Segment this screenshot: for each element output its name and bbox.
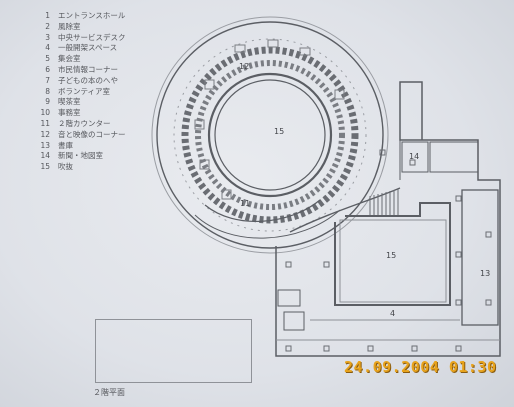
service-room-box [429,141,479,173]
room-label-15-square: 15 [386,251,397,260]
room-label-14: 14 [409,152,420,161]
column-marks [285,149,492,352]
rect-wing-outline [275,81,501,357]
stair-box [277,289,301,307]
room-label-13: 13 [480,269,491,278]
square-void-inner [339,219,447,303]
curved-terrace-edge [194,209,341,239]
central-void-wall [207,72,333,198]
room-14-box [401,141,429,173]
elevator-box [283,311,305,331]
seating-cells [194,39,345,200]
room-label-15-circle: 15 [274,127,285,136]
outer-ring-wall [156,21,384,249]
plan-caption: ２階平面 [93,388,125,397]
room-label-12: 12 [239,62,250,71]
room-label-11: 11 [240,199,251,208]
square-void-wall [334,202,451,306]
seating-arc-outer [181,46,359,224]
storage-13-box [461,189,499,326]
bridge-wall [289,187,401,233]
stairs-hatch [369,189,399,216]
room-label-4: 4 [390,309,396,318]
outer-ring-thin [151,16,389,254]
curved-terrace [204,199,321,222]
outer-ring-columns [173,38,367,232]
central-void-inner [214,79,326,191]
camera-timestamp: 24.09.2004 01:30 [344,358,497,376]
blank-frame [95,319,252,383]
seating-arc-inner [195,60,345,210]
